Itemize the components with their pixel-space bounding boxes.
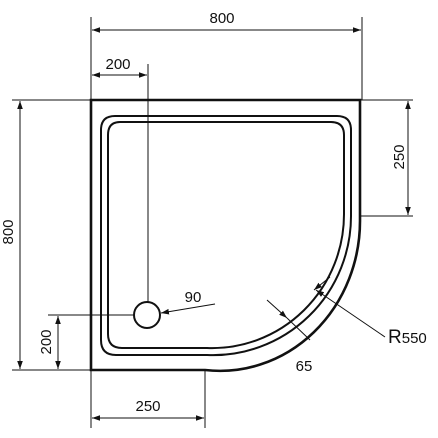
- dim-leader-drain: [160, 303, 216, 315]
- basin-inner-line: [107, 121, 346, 350]
- tray-outer-edge: [89, 98, 362, 373]
- label-radius-prefix: R: [388, 327, 402, 348]
- tray-outline: [89, 98, 362, 373]
- label-rim-width: 65: [296, 358, 313, 375]
- dim-leader-radius: [315, 289, 386, 338]
- dim-leader-rim-a: [266, 299, 288, 319]
- label-width-top: 800: [209, 10, 234, 27]
- dim-leader-rim-b: [313, 276, 331, 291]
- label-radius: R550: [388, 327, 427, 348]
- drain-circle: [133, 301, 161, 329]
- basin-outer-line: [100, 115, 353, 357]
- dimension-labels: 800 200 800 250 200 250 90 65 R550: [0, 10, 427, 415]
- label-offset-right: 250: [391, 144, 408, 169]
- label-offset-bottom: 250: [135, 398, 160, 415]
- label-drain-offset: 200: [38, 329, 55, 354]
- label-offset-top: 200: [105, 56, 130, 73]
- label-drain-diameter: 90: [185, 289, 202, 306]
- extension-lines: [12, 17, 413, 428]
- dimension-lines: [17, 27, 411, 421]
- label-radius-value: 550: [402, 330, 427, 347]
- label-height-left: 800: [0, 219, 17, 244]
- dim-leader-rim-c: [286, 317, 311, 341]
